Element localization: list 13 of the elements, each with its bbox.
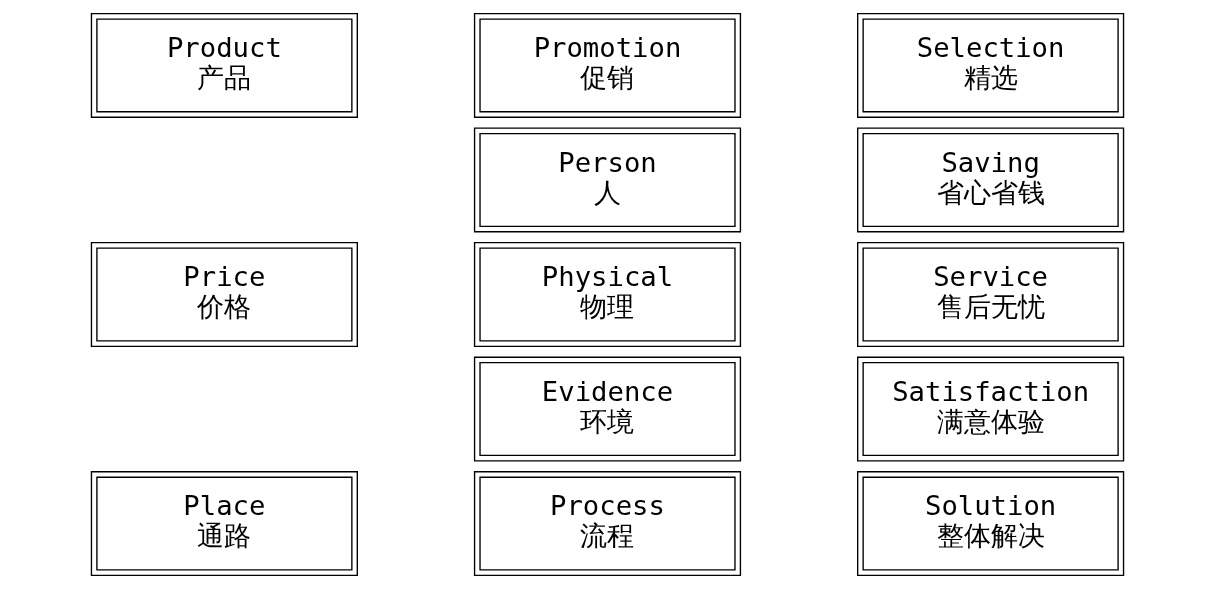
node-box: Physical 物理 xyxy=(473,242,742,347)
node-box: Satisfaction 满意体验 xyxy=(857,356,1125,462)
node-box: Selection 精选 xyxy=(857,12,1125,118)
node-box: Product 产品 xyxy=(90,12,358,118)
node-box: Service 售后无忧 xyxy=(857,242,1125,347)
node-box: Process 流程 xyxy=(473,471,742,577)
node-box: Price 价格 xyxy=(90,242,358,347)
node-box: Promotion 促销 xyxy=(473,12,742,118)
node-box: Person 人 xyxy=(473,127,742,233)
node-box: Saving 省心省钱 xyxy=(857,127,1125,233)
node-box: Place 通路 xyxy=(90,471,358,577)
node-box: Solution 整体解决 xyxy=(857,471,1125,577)
node-box: Evidence 环境 xyxy=(473,356,742,462)
